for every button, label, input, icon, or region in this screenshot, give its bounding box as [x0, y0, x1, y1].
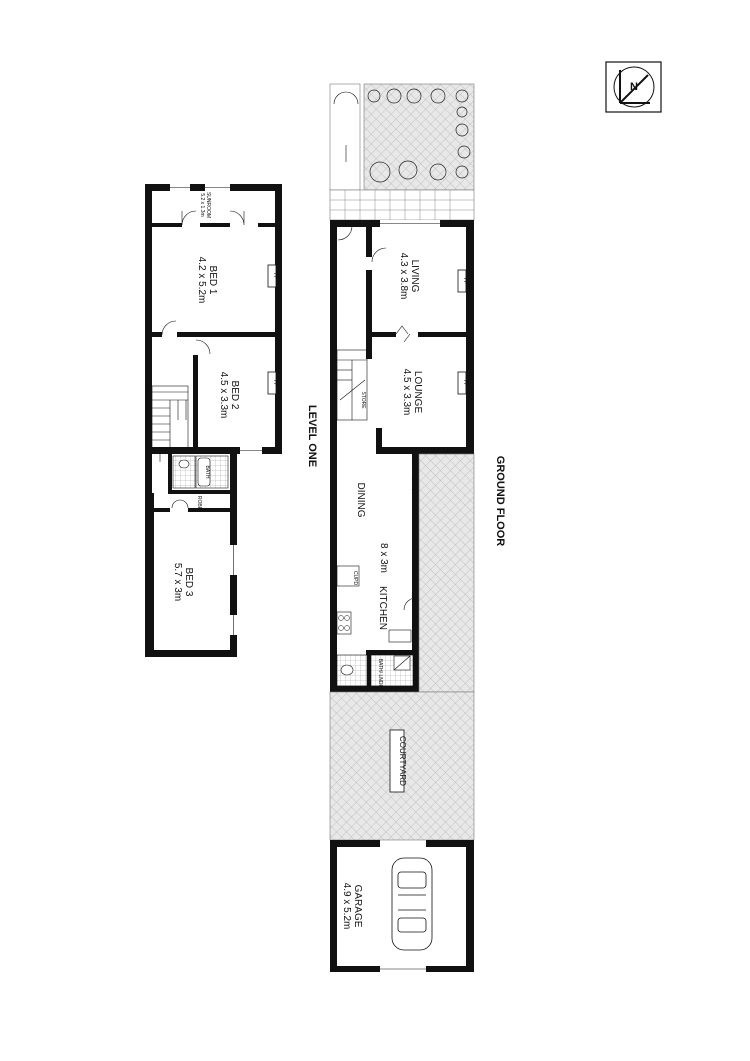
ground-floor-title: GROUND FLOOR [494, 456, 506, 546]
ground-stairs [336, 349, 368, 421]
north-arrow-icon [613, 66, 655, 108]
courtyard-label: COURTYARD [398, 736, 407, 786]
cupd-label: CUPD [352, 571, 358, 586]
living-fireplace: FP [462, 278, 468, 285]
sunroom-name: SUNROOM [205, 192, 211, 218]
sunroom-size: 5.2 x 1.3m [199, 193, 205, 216]
compass: N [605, 61, 662, 113]
robe-label: ROBE [196, 496, 202, 511]
living-size: 4.3 x 3.8m [398, 253, 409, 300]
bed1-fireplace: FP [272, 273, 278, 280]
ground-floor-plan [329, 83, 475, 972]
lounge-name: LOUNGE [412, 371, 423, 414]
bed2-size: 4.5 x 3.3m [218, 372, 229, 419]
level-one-plan [145, 184, 282, 657]
shrubs [367, 88, 471, 183]
car-icon [391, 857, 433, 951]
kitchen-name: KITCHEN [377, 586, 388, 630]
bed2-fireplace: FP [272, 380, 278, 387]
bed2-name: BED 2 [229, 381, 240, 410]
level-one-stairs [151, 385, 189, 462]
garage-name: GARAGE [352, 885, 363, 928]
compass-letter: N [630, 81, 638, 93]
store-label: STORE [360, 391, 366, 409]
lounge-size: 4.5 x 3.3m [401, 369, 412, 416]
kitchen-size: 8 x 3m [378, 543, 389, 573]
living-name: LIVING [409, 260, 420, 293]
garage-size: 4.9 x 5.2m [341, 883, 352, 930]
bath-label: BATH [204, 466, 210, 479]
bed1-size: 4.2 x 5.2m [196, 257, 207, 304]
lounge-fireplace: FP [462, 380, 468, 387]
level-one-title: LEVEL ONE [306, 405, 318, 467]
bed3-name: BED 3 [183, 568, 194, 597]
dining-label: DINING [355, 483, 366, 518]
bath-laundry-label: BATH/ LNDRY [377, 659, 383, 692]
bed3-size: 5.7 x 3m [172, 563, 183, 601]
bed1-name: BED 1 [207, 266, 218, 295]
